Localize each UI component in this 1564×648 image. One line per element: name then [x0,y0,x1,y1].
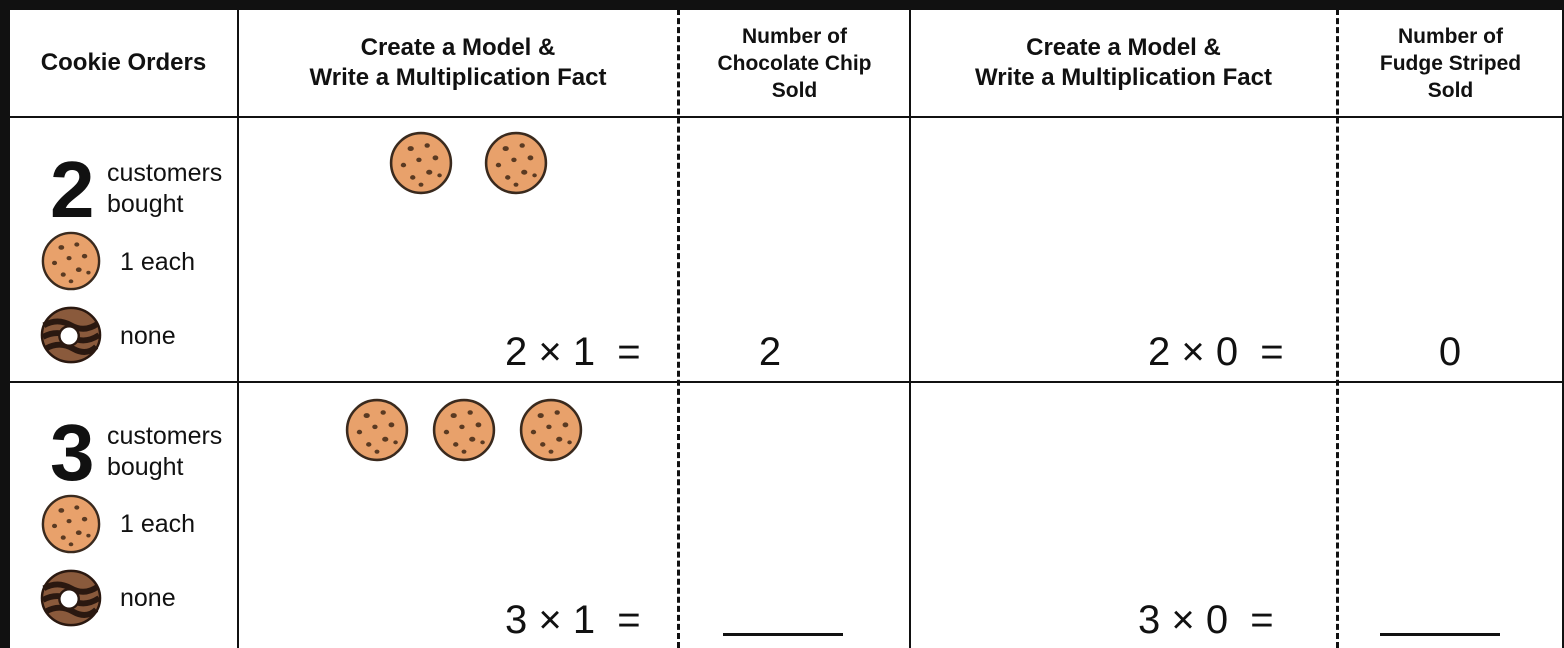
chocolate-each-label: 1 each [120,510,196,538]
fudge-each-label: none [120,584,176,612]
fudge-striped-cookie-icon [40,304,102,366]
multiplication-fact-fudge: 3 × 0 = [1138,598,1274,642]
customer-count: 2 [50,145,95,234]
column-divider [909,0,911,648]
answer-blank-chocolate[interactable] [723,633,843,636]
chocolate-chip-cookie-icon [388,130,454,196]
multiplication-fact-chocolate: 2 × 1 = [505,330,641,374]
header-model-chocolate: Create a Model & Write a Multiplication … [309,34,607,91]
header-bottom-rule [0,116,1564,118]
multiplication-fact-chocolate: 3 × 1 = [505,598,641,642]
table-right-edge [1562,0,1564,648]
chocolate-chip-cookie-icon [483,130,549,196]
header-model-fudge: Create a Model & Write a Multiplication … [975,34,1272,91]
customers-label: customers bought [107,422,223,481]
order-cell-row-2: 3 customers bought 1 each none [10,413,238,648]
multiplication-fact-fudge: 2 × 0 = [1148,330,1284,374]
header-chocolate-sold: Number of Chocolate Chip Sold [717,24,872,102]
order-cell-row-1: 2 customers bought 1 each none [10,150,238,380]
chocolate-chip-cookie-icon [518,397,584,463]
fudge-each-label: none [120,322,176,350]
column-divider-dashed [1336,0,1339,648]
customers-label: customers bought [107,159,223,218]
chocolate-chip-cookie-icon [431,397,497,463]
answer-fudge: 0 [1438,330,1462,374]
customer-count: 3 [50,408,95,497]
answer-blank-fudge[interactable] [1380,633,1500,636]
chocolate-chip-cookie-icon [344,397,410,463]
header-fudge-sold: Number of Fudge Striped Sold [1379,24,1522,102]
header-cookie-orders: Cookie Orders [40,49,207,76]
chocolate-chip-cookie-icon [40,493,102,555]
column-divider-dashed [677,0,680,648]
fudge-striped-cookie-icon [40,567,102,629]
column-divider [237,0,239,648]
answer-chocolate: 2 [758,330,782,374]
chocolate-chip-cookie-icon [40,230,102,292]
row-divider [0,381,1564,383]
chocolate-each-label: 1 each [120,248,196,276]
